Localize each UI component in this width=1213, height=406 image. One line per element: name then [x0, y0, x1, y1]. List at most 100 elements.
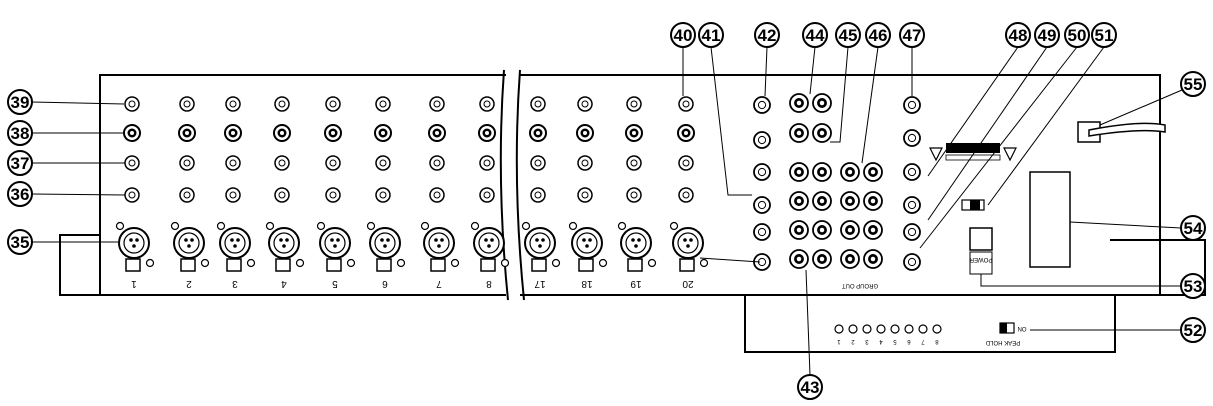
line-input-jack[interactable]: [429, 187, 445, 203]
voltage-slide-switch[interactable]: [961, 199, 985, 211]
xlr-input-jack[interactable]: [568, 221, 608, 272]
line-input-jack[interactable]: [225, 155, 241, 171]
group-out-jack[interactable]: [863, 249, 883, 269]
line-input-jack[interactable]: [678, 155, 694, 171]
callout-number: 39: [11, 93, 30, 112]
insert-jack[interactable]: [429, 96, 445, 112]
xlr-input-jack[interactable]: [521, 221, 561, 272]
rca-jack[interactable]: [625, 124, 643, 142]
line-input-jack[interactable]: [375, 187, 391, 203]
monitor-jack[interactable]: [903, 196, 921, 214]
aux-return-jack[interactable]: [812, 93, 832, 113]
line-input-jack[interactable]: [626, 155, 642, 171]
line-input-jack[interactable]: [179, 155, 195, 171]
callout-55: 55: [1099, 71, 1206, 126]
insert-jack[interactable]: [325, 96, 341, 112]
line-input-jack[interactable]: [530, 187, 546, 203]
insert-jack[interactable]: [626, 96, 642, 112]
stereo-out-jack[interactable]: [789, 220, 809, 240]
master-jack[interactable]: [753, 131, 771, 149]
stereo-out-jack[interactable]: [812, 191, 832, 211]
master-jack[interactable]: [753, 223, 771, 241]
rca-jack[interactable]: [178, 124, 196, 142]
monitor-jack[interactable]: [903, 129, 921, 147]
line-input-jack[interactable]: [325, 155, 341, 171]
insert-jack[interactable]: [179, 96, 195, 112]
line-input-jack[interactable]: [530, 155, 546, 171]
xlr-input-jack[interactable]: [170, 221, 210, 272]
group-out-jack[interactable]: [863, 191, 883, 211]
channel-strip: [216, 96, 256, 272]
insert-jack[interactable]: [530, 96, 546, 112]
xlr-input-jack[interactable]: [366, 221, 406, 272]
group-out-jack[interactable]: [840, 191, 860, 211]
line-input-jack[interactable]: [325, 187, 341, 203]
line-input-jack[interactable]: [479, 187, 495, 203]
master-jack[interactable]: [753, 163, 771, 181]
master-jack[interactable]: [753, 96, 771, 114]
group-out-jack[interactable]: [863, 220, 883, 240]
stereo-out-jack[interactable]: [812, 220, 832, 240]
line-input-jack[interactable]: [274, 187, 290, 203]
rca-jack[interactable]: [273, 124, 291, 142]
rca-jack[interactable]: [529, 124, 547, 142]
rca-jack[interactable]: [324, 124, 342, 142]
rca-jack[interactable]: [374, 124, 392, 142]
xlr-input-jack[interactable]: [316, 221, 356, 272]
xlr-input-jack[interactable]: [265, 221, 305, 272]
rca-jack[interactable]: [224, 124, 242, 142]
monitor-jack[interactable]: [903, 96, 921, 114]
channel-strip: [265, 96, 305, 272]
line-input-jack[interactable]: [375, 155, 391, 171]
line-input-jack[interactable]: [479, 155, 495, 171]
xlr-input-jack[interactable]: [617, 221, 657, 272]
line-input-jack[interactable]: [626, 187, 642, 203]
line-input-jack[interactable]: [124, 187, 140, 203]
aux-return-jack[interactable]: [789, 123, 809, 143]
power-switch[interactable]: POWER: [969, 227, 993, 275]
insert-jack[interactable]: [479, 96, 495, 112]
monitor-jack[interactable]: [903, 253, 921, 271]
aux-return-jack[interactable]: [812, 123, 832, 143]
line-input-jack[interactable]: [225, 187, 241, 203]
insert-jack[interactable]: [274, 96, 290, 112]
rca-jack[interactable]: [428, 124, 446, 142]
line-input-jack[interactable]: [179, 187, 195, 203]
line-input-jack[interactable]: [274, 155, 290, 171]
meter-scale-number: 7: [921, 338, 925, 344]
line-input-jack[interactable]: [577, 187, 593, 203]
monitor-jack[interactable]: [903, 163, 921, 181]
stereo-out-jack[interactable]: [812, 249, 832, 269]
aux-return-jack[interactable]: [789, 93, 809, 113]
stereo-out-jack[interactable]: [789, 249, 809, 269]
stereo-out-jack[interactable]: [789, 162, 809, 182]
rca-jack[interactable]: [677, 124, 695, 142]
callout-51: 51: [987, 22, 1117, 206]
xlr-input-jack[interactable]: [216, 221, 256, 272]
line-input-jack[interactable]: [124, 155, 140, 171]
xlr-input-jack[interactable]: [470, 221, 510, 272]
monitor-jack[interactable]: [903, 223, 921, 241]
line-input-jack[interactable]: [577, 155, 593, 171]
xlr-input-jack[interactable]: [115, 221, 155, 272]
xlr-input-jack[interactable]: [669, 221, 709, 272]
line-input-jack[interactable]: [429, 155, 445, 171]
master-jack[interactable]: [753, 196, 771, 214]
group-out-jack[interactable]: [840, 249, 860, 269]
stereo-out-jack[interactable]: [789, 191, 809, 211]
peak-hold-switch[interactable]: ON: [999, 322, 1027, 334]
group-out-jack[interactable]: [840, 220, 860, 240]
insert-jack[interactable]: [577, 96, 593, 112]
line-input-jack[interactable]: [678, 187, 694, 203]
group-out-jack[interactable]: [863, 162, 883, 182]
insert-jack[interactable]: [225, 96, 241, 112]
insert-jack[interactable]: [375, 96, 391, 112]
group-out-jack[interactable]: [840, 162, 860, 182]
insert-jack[interactable]: [124, 96, 140, 112]
stereo-out-jack[interactable]: [812, 162, 832, 182]
insert-jack[interactable]: [678, 96, 694, 112]
rca-jack[interactable]: [576, 124, 594, 142]
xlr-input-jack[interactable]: [420, 221, 460, 272]
rca-jack[interactable]: [123, 124, 141, 142]
rca-jack[interactable]: [478, 124, 496, 142]
